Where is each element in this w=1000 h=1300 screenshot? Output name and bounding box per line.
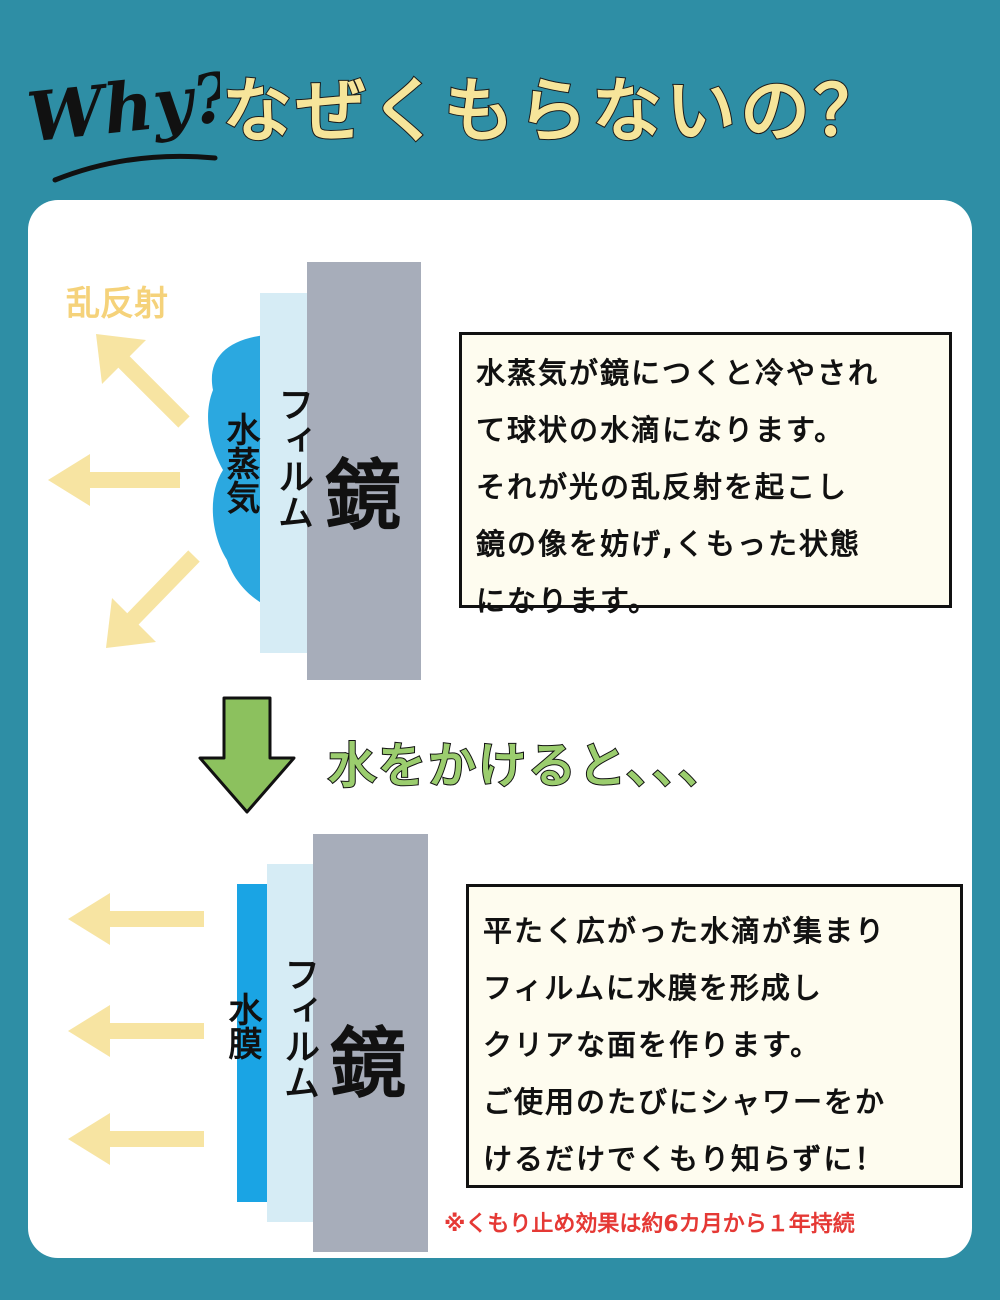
description-line: になります。 xyxy=(476,584,660,618)
water-membrane-layer xyxy=(237,884,269,1202)
reflection-arrow-left-icon xyxy=(68,893,204,945)
mirror-label: 鏡 xyxy=(330,1019,406,1108)
description-line: 鏡の像を妨げ,くもった状態 xyxy=(476,527,862,561)
description-line: それが光の乱反射を起こし xyxy=(476,470,849,504)
description-line: ご使用のたびにシャワーをか xyxy=(483,1085,887,1119)
mirror-block xyxy=(313,834,428,1252)
description-line: けるだけでくもり知らずに！ xyxy=(483,1142,886,1176)
reflection-arrow-left-icon xyxy=(68,1005,204,1057)
water-membrane-label: 水膜 xyxy=(222,992,262,1060)
film-layer xyxy=(260,293,310,653)
mirror-block xyxy=(307,262,421,680)
description-line: フィルムに水膜を形成し xyxy=(483,971,823,1005)
reflection-arrow-down-icon xyxy=(106,550,200,648)
water-vapor-label: 水蒸気 xyxy=(220,412,260,514)
description-line: 水蒸気が鏡につくと冷やされ xyxy=(476,356,880,390)
description-line: て球状の水滴になります。 xyxy=(476,413,846,447)
description-line: クリアな面を作ります。 xyxy=(483,1028,822,1062)
description-line: 平たく広がった水滴が集まり xyxy=(483,914,887,948)
water-vapor-droplets-icon xyxy=(208,335,265,605)
mirror-label: 鏡 xyxy=(325,451,401,540)
effect-duration-note: ※くもり止め効果は約6カ月から１年持続 xyxy=(444,1212,855,1237)
diffuse-reflection-label: 乱反射 xyxy=(66,284,168,324)
before-description-box: 水蒸気が鏡につくと冷やされ て球状の水滴になります。 それが光の乱反射を起こし … xyxy=(459,332,952,618)
reflection-arrow-up-icon xyxy=(96,334,190,428)
transition-text: 水をかけると、、、 xyxy=(327,737,729,795)
reflection-arrow-left-icon xyxy=(68,1113,204,1165)
film-label: フィルム xyxy=(278,956,319,1100)
film-label: フィルム xyxy=(272,386,313,530)
svg-text:Why?: Why? xyxy=(24,57,220,158)
header: Why? なぜくもらないの？ xyxy=(0,0,1000,200)
reflection-arrow-left-icon xyxy=(48,454,180,506)
down-arrow-icon xyxy=(198,696,296,814)
page-title: なぜくもらないの？ xyxy=(221,69,888,153)
film-layer xyxy=(267,864,317,1222)
after-description-box: 平たく広がった水滴が集まり フィルムに水膜を形成し クリアな面を作ります。 ご使… xyxy=(466,884,963,1188)
why-handwritten-logo: Why? xyxy=(24,57,220,183)
